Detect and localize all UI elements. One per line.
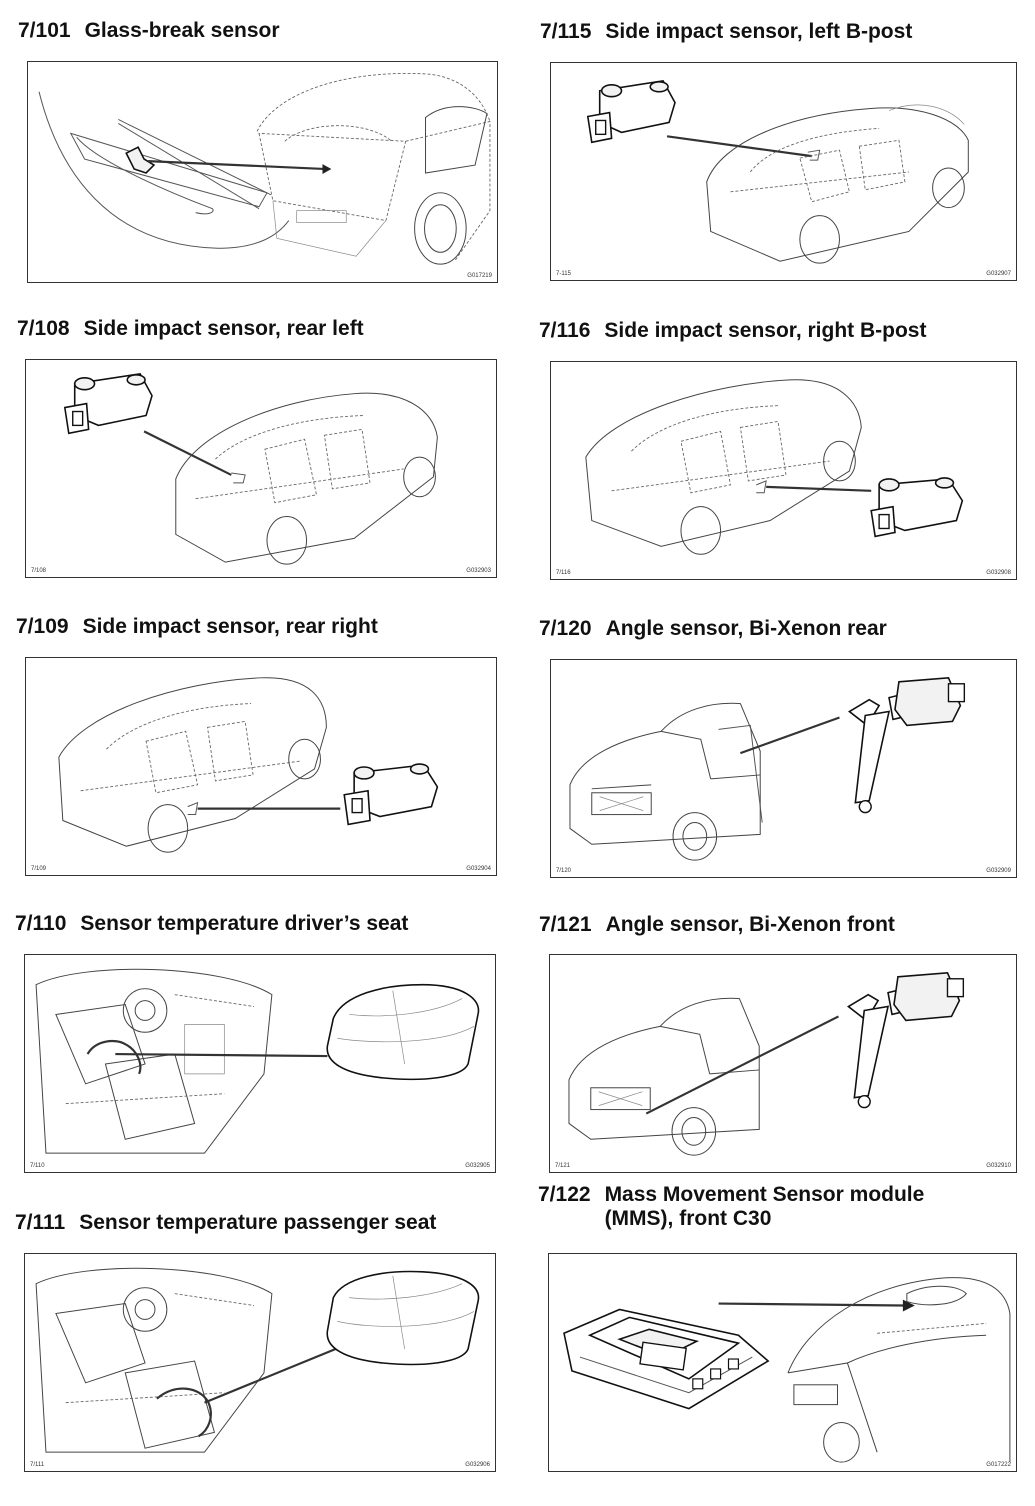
figure-code: G032906: [465, 1462, 490, 1468]
figure-label-left: 7/108: [31, 568, 47, 574]
figure-code: G032909: [986, 868, 1011, 874]
item-title: Glass-break sensor: [84, 19, 280, 42]
item-title: Side impact sensor, right B-post: [604, 319, 927, 342]
figure-side-impact-right-b-post: 7/116 G032908: [550, 361, 1017, 580]
sensor-left-b-post-illustration: [586, 79, 969, 264]
figure-label-left: 7-115: [556, 271, 571, 277]
figure-code: G032910: [986, 1163, 1011, 1169]
figure-code: G032905: [465, 1163, 490, 1169]
angle-sensor-rear-illustration: [569, 677, 966, 861]
figure-glass-break-sensor: G017219: [27, 61, 498, 283]
sensor-rear-left-illustration: [63, 373, 438, 565]
figure-label-left: 7/121: [555, 1163, 571, 1169]
angle-sensor-front-illustration: [568, 972, 965, 1156]
heading-7-110: 7/110 Sensor temperature driver’s seat: [15, 912, 408, 936]
figure-angle-sensor-front: 7/121 G032910: [549, 954, 1017, 1173]
figure-code: G032907: [986, 271, 1011, 277]
figure-code: G017222: [986, 1462, 1011, 1468]
heading-7-122: 7/122 Mass Movement Sensor module (MMS), …: [538, 1183, 965, 1231]
figure-code: G017219: [467, 273, 492, 279]
mms-module-illustration: [563, 1277, 1011, 1463]
item-code: 7/121: [539, 913, 592, 936]
item-code: 7/109: [16, 615, 69, 638]
figure-label-left: 7/110: [30, 1163, 45, 1169]
heading-7-108: 7/108 Side impact sensor, rear left: [17, 317, 364, 341]
heading-7-115: 7/115 Side impact sensor, left B-post: [540, 20, 912, 44]
item-code: 7/122: [538, 1183, 591, 1206]
item-code: 7/115: [540, 20, 592, 43]
figure-code: G032903: [466, 568, 491, 574]
item-title: Sensor temperature driver’s seat: [80, 912, 409, 935]
driver-seat-illustration: [35, 968, 480, 1154]
figure-label-left: 7/111: [30, 1462, 45, 1468]
figure-angle-sensor-rear: 7/120 G032909: [550, 659, 1017, 878]
figure-seat-temp-driver: 7/110 G032905: [24, 954, 496, 1173]
figure-code: G032908: [986, 570, 1011, 576]
figure-label-left: 7/120: [556, 868, 572, 874]
figure-side-impact-left-b-post: 7-115 G032907: [550, 62, 1017, 281]
heading-7-120: 7/120 Angle sensor, Bi-Xenon rear: [539, 617, 887, 641]
item-code: 7/120: [539, 617, 592, 640]
item-title: Angle sensor, Bi-Xenon rear: [605, 617, 887, 640]
figure-side-impact-rear-left: 7/108 G032903: [25, 359, 497, 578]
passenger-seat-illustration: [35, 1267, 480, 1453]
item-code: 7/111: [15, 1211, 66, 1234]
item-code: 7/116: [539, 319, 591, 342]
item-title: Side impact sensor, rear left: [83, 317, 364, 340]
item-code: 7/101: [18, 19, 71, 42]
figure-label-left: 7/116: [556, 570, 571, 576]
figure-code: G032904: [466, 866, 491, 872]
heading-7-109: 7/109 Side impact sensor, rear right: [16, 615, 378, 639]
figure-label-left: 7/109: [31, 866, 47, 872]
heading-7-116: 7/116 Side impact sensor, right B-post: [539, 319, 926, 343]
sensor-rear-right-illustration: [58, 677, 439, 853]
item-code: 7/110: [15, 912, 67, 935]
figure-seat-temp-passenger: 7/111 G032906: [24, 1253, 496, 1472]
item-title: Side impact sensor, rear right: [82, 615, 378, 638]
item-code: 7/108: [17, 317, 70, 340]
sensor-right-b-post-illustration: [585, 379, 964, 555]
figure-side-impact-rear-right: 7/109 G032904: [25, 657, 497, 876]
item-title: Mass Movement Sensor module (MMS), front…: [604, 1183, 925, 1230]
item-title: Side impact sensor, left B-post: [605, 20, 913, 43]
item-title: Angle sensor, Bi-Xenon front: [605, 913, 895, 936]
figure-mms-module: G017222: [548, 1253, 1017, 1472]
heading-7-101: 7/101 Glass-break sensor: [18, 19, 280, 43]
item-title: Sensor temperature passenger seat: [79, 1211, 437, 1234]
glass-break-illustration: [38, 72, 491, 265]
heading-7-111: 7/111 Sensor temperature passenger seat: [15, 1211, 436, 1235]
heading-7-121: 7/121 Angle sensor, Bi-Xenon front: [539, 913, 895, 937]
